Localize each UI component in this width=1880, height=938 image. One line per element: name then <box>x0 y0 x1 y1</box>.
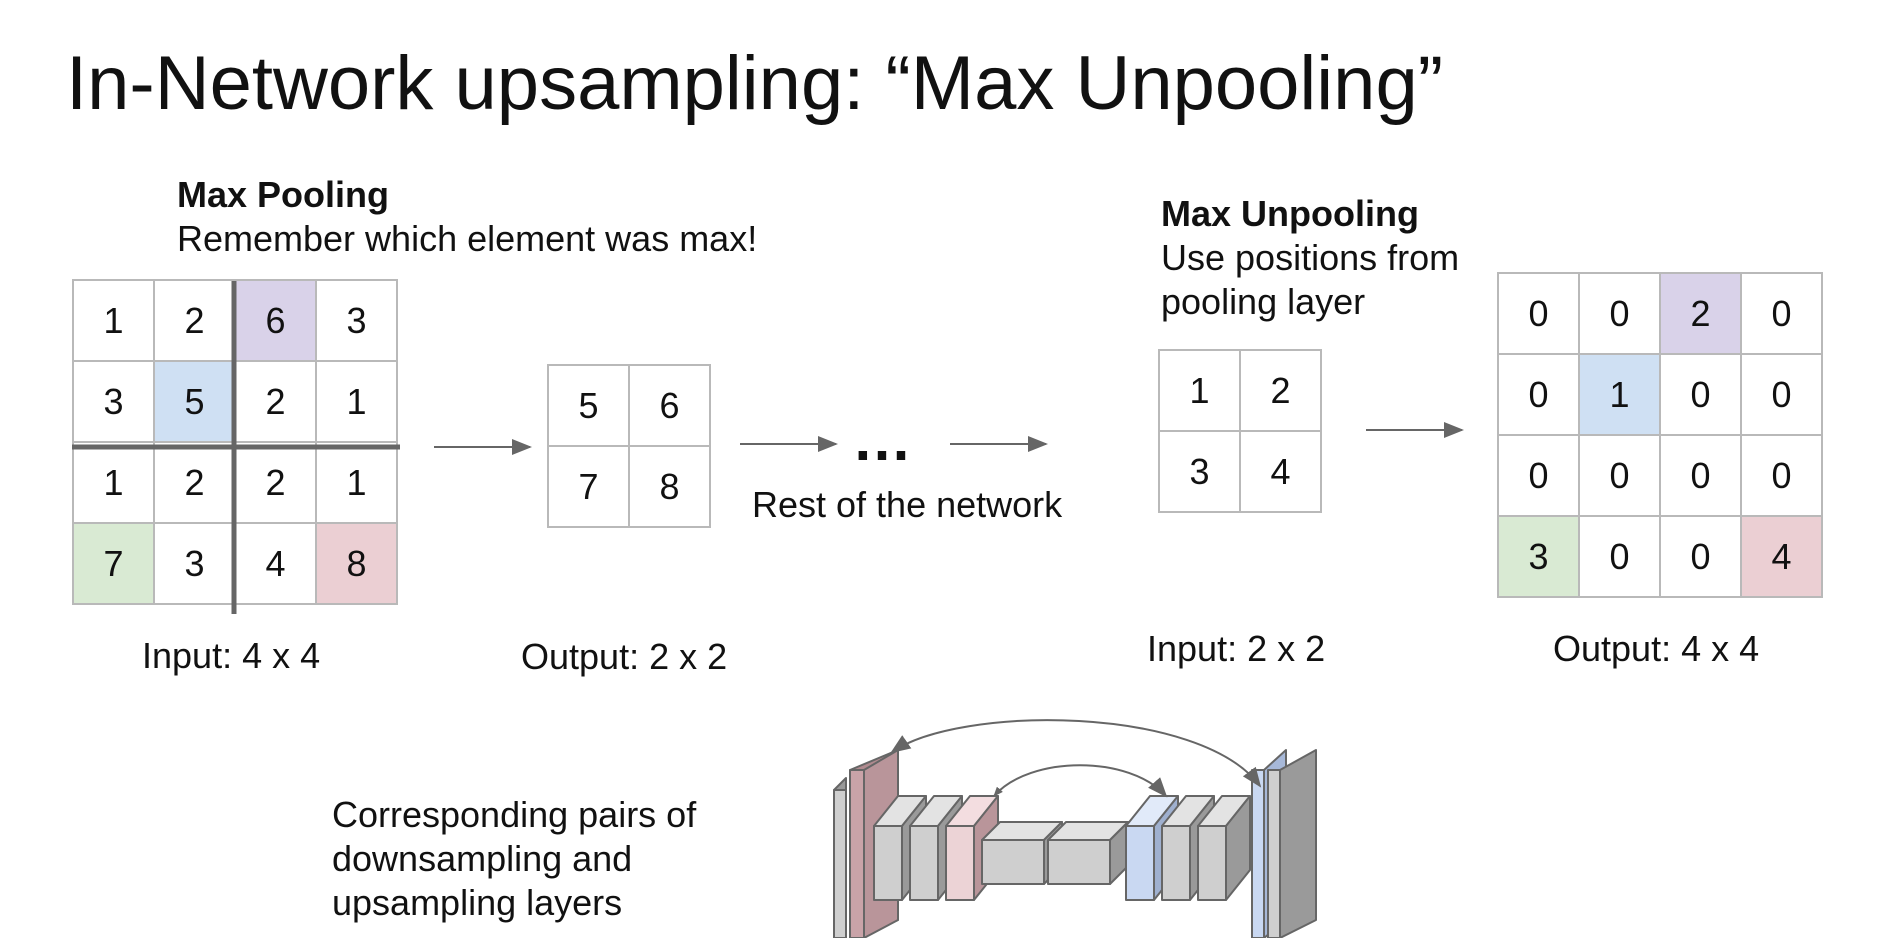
grid-cell: 7 <box>74 524 153 603</box>
max-unpooling-subtitle-line1: Use positions from <box>1161 237 1460 278</box>
layer-block-red <box>945 795 999 901</box>
grid-cell: 0 <box>1661 517 1740 596</box>
unpooling-input-label: Input: 2 x 2 <box>1147 628 1326 669</box>
grid-cell: 0 <box>1742 274 1821 353</box>
skip-connection-inner <box>993 764 1168 798</box>
grid-cell: 2 <box>236 362 315 441</box>
grid-cell: 1 <box>317 443 396 522</box>
max-pooling-subtitle: Remember which element was max! <box>177 218 758 259</box>
bottom-caption-line3: upsampling layers <box>332 882 623 923</box>
grid-cell: 3 <box>74 362 153 441</box>
grid-cell: 0 <box>1742 355 1821 434</box>
grid-cell: 0 <box>1580 517 1659 596</box>
grid-cell: 0 <box>1661 355 1740 434</box>
pooling-input-label: Input: 4 x 4 <box>142 635 321 676</box>
grid-cell: 7 <box>549 447 628 526</box>
bottom-caption-line1: Corresponding pairs of <box>332 794 697 835</box>
layer-left-outer <box>833 777 847 938</box>
grid-cell: 0 <box>1499 274 1578 353</box>
grid-cell: 1 <box>1160 351 1239 430</box>
encoder-decoder-icon <box>833 749 1317 938</box>
skip-connection-outer <box>890 719 1262 788</box>
grid-cell: 0 <box>1580 274 1659 353</box>
grid-cell: 3 <box>317 281 396 360</box>
max-unpooling-subtitle-line2: pooling layer <box>1161 281 1366 322</box>
grid-cell: 0 <box>1580 436 1659 515</box>
grid-cell: 3 <box>1499 517 1578 596</box>
grid-cell: 0 <box>1661 436 1740 515</box>
page-title: In-Network upsampling: “Max Unpooling” <box>66 41 1444 126</box>
grid-cell: 2 <box>1661 274 1740 353</box>
rest-of-network-label: Rest of the network <box>752 484 1063 525</box>
layer-right-outer <box>1267 749 1317 938</box>
grid-cell: 3 <box>155 524 234 603</box>
unpooling-output-label: Output: 4 x 4 <box>1553 628 1760 669</box>
max-pooling-heading: Max Pooling <box>177 174 390 215</box>
bottom-caption-line2: downsampling and <box>332 838 633 879</box>
grid-cell: 6 <box>630 366 709 445</box>
grid-cell: 5 <box>549 366 628 445</box>
grid-cell: 5 <box>155 362 234 441</box>
grid-cell: 2 <box>155 281 234 360</box>
grid-cell: 4 <box>236 524 315 603</box>
grid-cell: 0 <box>1499 436 1578 515</box>
grid-cell: 2 <box>1241 351 1320 430</box>
grid-cell: 1 <box>74 281 153 360</box>
grid-cell: 2 <box>236 443 315 522</box>
ellipsis: … <box>852 406 920 473</box>
grid-cell: 1 <box>74 443 153 522</box>
max-unpooling-heading: Max Unpooling <box>1161 193 1419 234</box>
layer-block-4 <box>1197 795 1251 901</box>
grid-cell: 1 <box>1580 355 1659 434</box>
grid-cell: 2 <box>155 443 234 522</box>
layer-bottleneck-2 <box>1047 821 1129 885</box>
grid-cell: 3 <box>1160 432 1239 511</box>
grid-cell: 1 <box>317 362 396 441</box>
grid-cell: 6 <box>236 281 315 360</box>
grid-cell: 0 <box>1499 355 1578 434</box>
grid-cell: 8 <box>630 447 709 526</box>
pooling-output-label: Output: 2 x 2 <box>521 636 728 677</box>
grid-cell: 4 <box>1742 517 1821 596</box>
grid-cell: 0 <box>1742 436 1821 515</box>
grid-cell: 4 <box>1241 432 1320 511</box>
grid-cell: 8 <box>317 524 396 603</box>
